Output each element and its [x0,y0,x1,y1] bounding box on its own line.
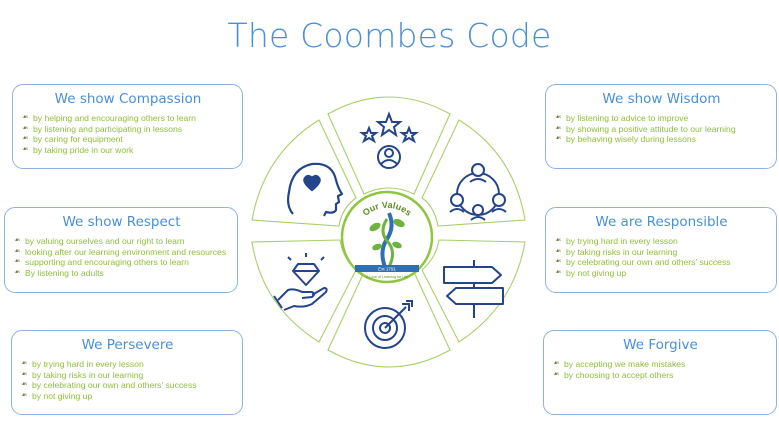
list-item: by accepting we make mistakes [553,359,768,370]
card-heading: We show Wisdom [602,91,721,107]
community-circle-icon [449,163,507,221]
list-item: by caring for equipment [22,134,234,145]
target-arrow-icon [364,300,413,349]
list-item: by helping and encouraging others to lea… [22,113,234,124]
logo-band-text: Est 1791 [378,267,396,272]
card-heading: We show Compassion [54,91,202,107]
head-heart-icon [287,162,344,217]
card-wisdom: We show Wisdom by listening to advice to… [545,84,777,169]
stars-person-icon [359,111,419,169]
list-item: by taking risks in our learning [555,247,768,258]
card-responsible: We are Responsible by trying hard in eve… [545,207,777,293]
list-item: by not giving up [21,391,234,402]
our-values-logo: Our Values Est 1791 A Love of Learning f… [340,190,434,284]
card-list: by trying hard in every lessonby taking … [555,236,768,278]
wheel-segment-upper-left [251,119,357,227]
list-item: by behaving wisely during lessons [555,134,768,145]
signpost-icon [443,260,504,318]
list-item: by trying hard in every lesson [555,236,768,247]
card-heading: We are Responsible [595,214,728,230]
card-heading: We Persevere [81,337,174,353]
card-list: by listening to advice to improveby show… [555,113,768,145]
card-list: by valuing ourselves and our right to le… [14,236,229,278]
values-wheel [251,96,526,368]
list-item: By listening to adults [14,268,229,279]
card-compassion: We show Compassion by helping and encour… [12,84,243,169]
list-item: by celebrating our own and others' succe… [21,380,234,391]
card-heading: We show Respect [62,214,181,230]
page-title: The Coombes Code [227,16,552,55]
list-item: by taking pride in our work [22,145,234,156]
card-heading: We Forgive [623,337,698,353]
list-item: by valuing ourselves and our right to le… [14,236,229,247]
list-item: by not giving up [555,268,768,279]
list-item: by listening to advice to improve [555,113,768,124]
logo-motto: A Love of Learning for Life [366,275,408,279]
card-respect: We show Respect by valuing ourselves and… [4,207,238,293]
list-item: by listening and participating in lesson… [22,124,234,135]
card-forgive: We Forgive by accepting we make mistakes… [543,330,777,415]
list-item: supporting and encouraging others to lea… [14,257,229,268]
card-persevere: We Persevere by trying hard in every les… [11,330,243,415]
list-item: by celebrating our own and others' succe… [555,257,768,268]
list-item: by choosing to accept others [553,370,768,381]
card-list: by helping and encouraging others to lea… [22,113,234,155]
list-item: by trying hard in every lesson [21,359,234,370]
list-item: by taking risks in our learning [21,370,234,381]
card-list: by accepting we make mistakesby choosing… [553,359,768,380]
card-list: by trying hard in every lessonby taking … [21,359,234,401]
diamond-hand-icon [273,253,328,311]
list-item: by showing a positive attitude to our le… [555,124,768,135]
list-item: looking after our learning environment a… [14,247,229,258]
